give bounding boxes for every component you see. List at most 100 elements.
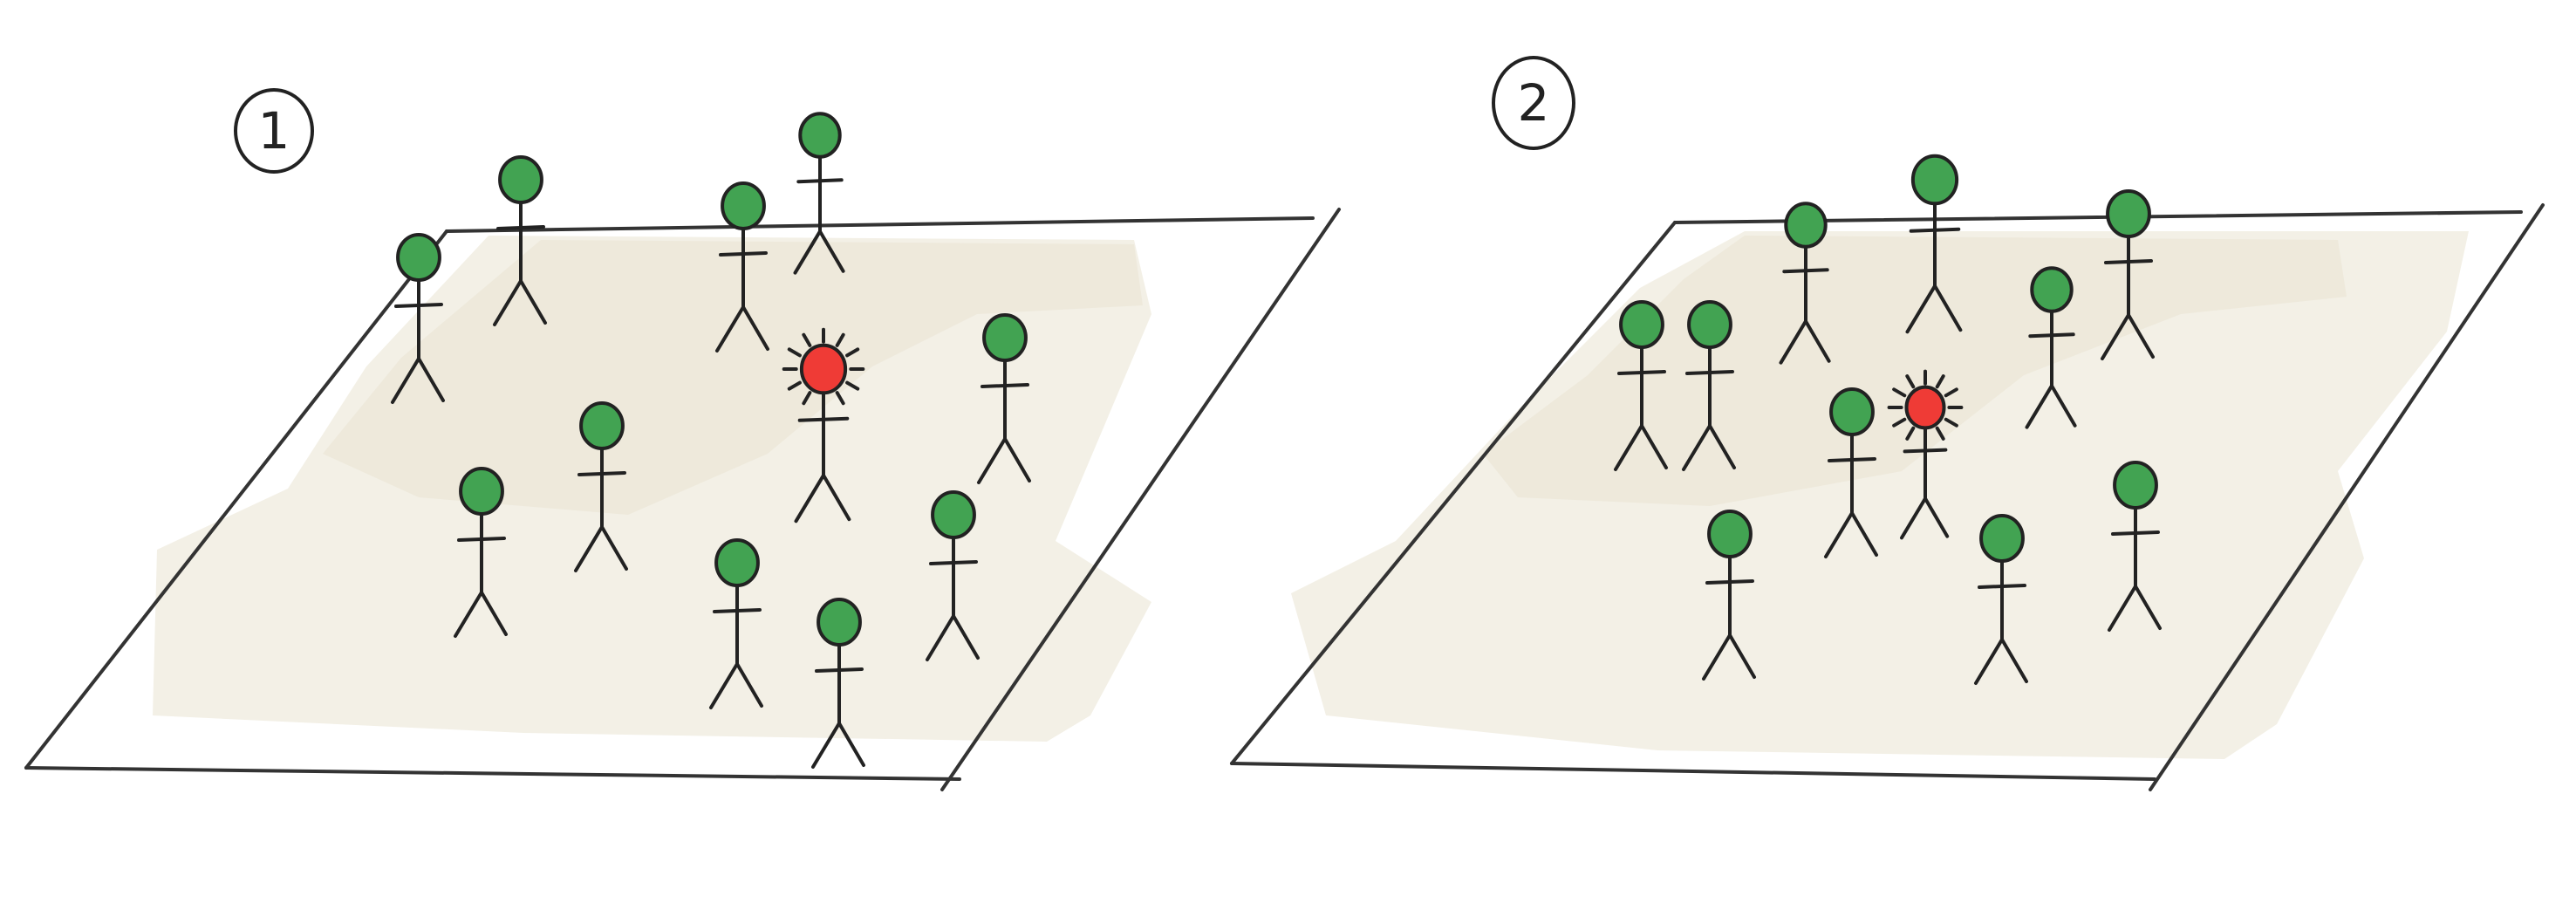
head bbox=[931, 490, 976, 539]
floor-outline bbox=[1230, 203, 2545, 791]
right-leg bbox=[417, 357, 445, 402]
panel-2-badge bbox=[1492, 56, 1575, 150]
right-leg bbox=[735, 662, 763, 708]
left-leg bbox=[709, 662, 739, 709]
right-leg bbox=[600, 525, 628, 571]
left-leg bbox=[1682, 424, 1712, 471]
arms-line bbox=[815, 667, 864, 673]
virus-spike bbox=[1905, 374, 1916, 389]
right-leg bbox=[1640, 424, 1668, 469]
right-leg bbox=[1804, 319, 1831, 363]
panel-2 bbox=[1230, 56, 2545, 791]
left-leg bbox=[574, 525, 604, 572]
healthy-person bbox=[391, 233, 445, 404]
left-leg bbox=[1824, 511, 1854, 558]
arms-line bbox=[713, 608, 762, 613]
arms-line bbox=[796, 178, 844, 184]
healthy-person bbox=[1702, 510, 1756, 681]
right-leg bbox=[2000, 638, 2028, 683]
infected-person bbox=[782, 327, 865, 524]
head bbox=[1904, 385, 1946, 430]
healthy-person bbox=[926, 490, 980, 661]
figures-layer bbox=[391, 112, 2162, 769]
arms-line bbox=[1782, 268, 1829, 274]
arms-line bbox=[1617, 370, 1666, 375]
left-leg bbox=[793, 229, 822, 275]
healthy-person bbox=[2025, 266, 2077, 429]
left-leg bbox=[1779, 319, 1807, 365]
healthy-person bbox=[1974, 514, 2028, 685]
right-leg bbox=[822, 473, 851, 522]
right-leg bbox=[480, 591, 508, 636]
floor-shadow bbox=[323, 240, 1143, 515]
infected-person bbox=[1887, 369, 1964, 540]
left-leg bbox=[794, 473, 825, 524]
head bbox=[1687, 300, 1732, 349]
virus-spike bbox=[845, 347, 860, 358]
arms-line bbox=[496, 225, 545, 230]
virus-spike bbox=[802, 332, 812, 347]
healthy-person bbox=[811, 598, 865, 769]
left-leg bbox=[1905, 284, 1937, 334]
arms-line bbox=[929, 560, 978, 565]
healthy-person bbox=[709, 538, 763, 709]
virus-spike bbox=[1944, 387, 1958, 398]
healthy-person bbox=[493, 155, 547, 326]
healthy-person bbox=[2101, 189, 2155, 360]
head bbox=[1784, 202, 1828, 249]
healthy-person bbox=[977, 313, 1031, 484]
head bbox=[459, 467, 504, 516]
head bbox=[2113, 461, 2158, 510]
left-leg bbox=[2108, 585, 2137, 632]
arms-line bbox=[2104, 259, 2153, 264]
left-leg bbox=[2025, 384, 2053, 429]
left-leg bbox=[715, 305, 745, 352]
virus-spike bbox=[1892, 387, 1907, 398]
arms-line bbox=[797, 416, 850, 422]
virus-spike bbox=[1892, 417, 1907, 428]
head bbox=[1829, 387, 1875, 436]
left-leg bbox=[1974, 638, 2004, 685]
head bbox=[1707, 510, 1753, 558]
healthy-person bbox=[1614, 300, 1668, 471]
head bbox=[799, 343, 848, 395]
right-leg bbox=[2050, 384, 2077, 428]
arms-line bbox=[1685, 370, 1734, 375]
arms-line bbox=[394, 303, 443, 308]
right-leg bbox=[1933, 284, 1963, 332]
head bbox=[1979, 514, 2025, 563]
head bbox=[2106, 189, 2151, 238]
virus-spike bbox=[1935, 426, 1945, 441]
virus-spike bbox=[1935, 374, 1945, 389]
left-leg bbox=[391, 357, 420, 404]
right-leg bbox=[2134, 585, 2162, 630]
head bbox=[798, 112, 842, 159]
right-leg bbox=[837, 722, 865, 767]
right-leg bbox=[818, 229, 845, 273]
left-leg bbox=[2101, 313, 2130, 360]
left-leg bbox=[1614, 424, 1643, 471]
right-leg bbox=[519, 279, 547, 325]
floor-wash bbox=[1291, 231, 2469, 759]
head bbox=[714, 538, 760, 587]
head bbox=[2030, 266, 2074, 313]
right-leg bbox=[1728, 633, 1756, 679]
healthy-person bbox=[1824, 387, 1878, 558]
healthy-person bbox=[2108, 461, 2162, 632]
panel-1 bbox=[24, 88, 1341, 791]
left-leg bbox=[1702, 633, 1732, 681]
healthy-person bbox=[1779, 202, 1831, 365]
head bbox=[1619, 300, 1664, 349]
left-leg bbox=[454, 591, 483, 638]
healthy-person bbox=[1905, 154, 1963, 334]
right-leg bbox=[1003, 437, 1031, 482]
healthy-person bbox=[793, 112, 845, 275]
head bbox=[817, 598, 862, 647]
right-leg bbox=[2127, 313, 2155, 359]
left-leg bbox=[493, 279, 523, 326]
arms-line bbox=[1705, 579, 1754, 585]
arms-line bbox=[577, 471, 626, 476]
arms-line bbox=[457, 537, 506, 542]
